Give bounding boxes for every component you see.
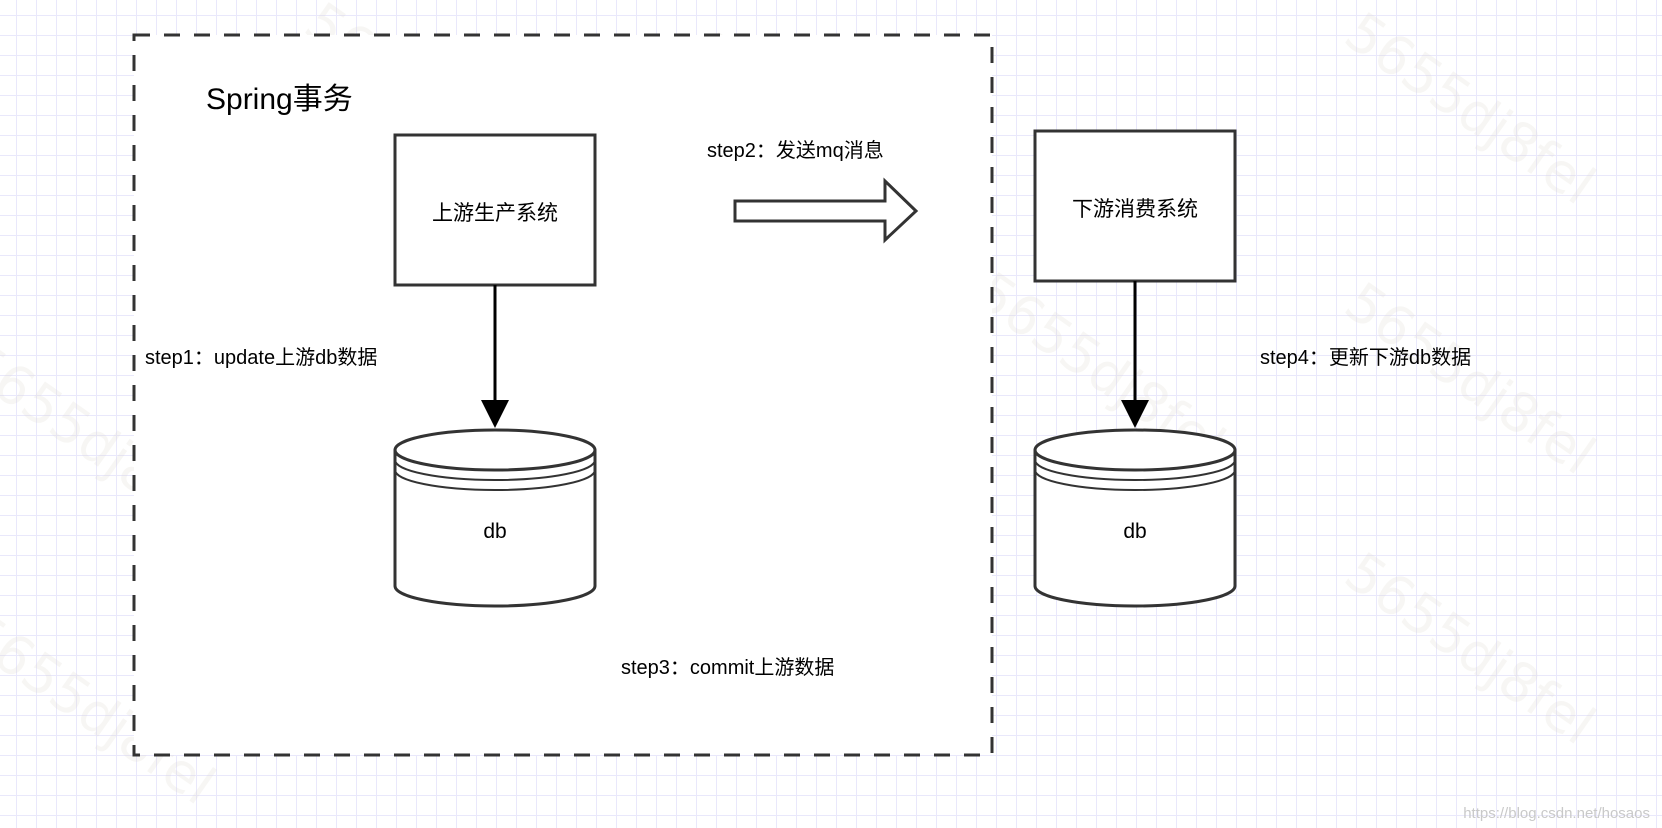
downstream-db-label: db — [1123, 520, 1147, 543]
transaction-boundary — [132, 33, 994, 757]
step1-label: step1：update上游db数据 — [145, 347, 378, 369]
step2-label: step2：发送mq消息 — [707, 140, 884, 162]
step4-label: step4：更新下游db数据 — [1260, 347, 1472, 369]
send-mq-arrow — [733, 177, 919, 244]
upstream-system-label: 上游生产系统 — [432, 202, 558, 225]
step4-arrow — [1121, 281, 1149, 428]
downstream-system-box[interactable] — [1033, 129, 1237, 283]
downstream-system-label: 下游消费系统 — [1072, 198, 1198, 221]
downstream-db-cylinder[interactable] — [1033, 428, 1237, 608]
group-title: Spring事务 — [206, 83, 353, 116]
upstream-db-cylinder[interactable] — [393, 428, 597, 608]
source-credit: https://blog.csdn.net/hosaos — [1463, 805, 1650, 822]
upstream-db-label: db — [483, 520, 507, 543]
upstream-system-box[interactable] — [393, 133, 597, 287]
step3-label: step3：commit上游数据 — [621, 657, 835, 679]
step1-arrow — [481, 285, 509, 428]
